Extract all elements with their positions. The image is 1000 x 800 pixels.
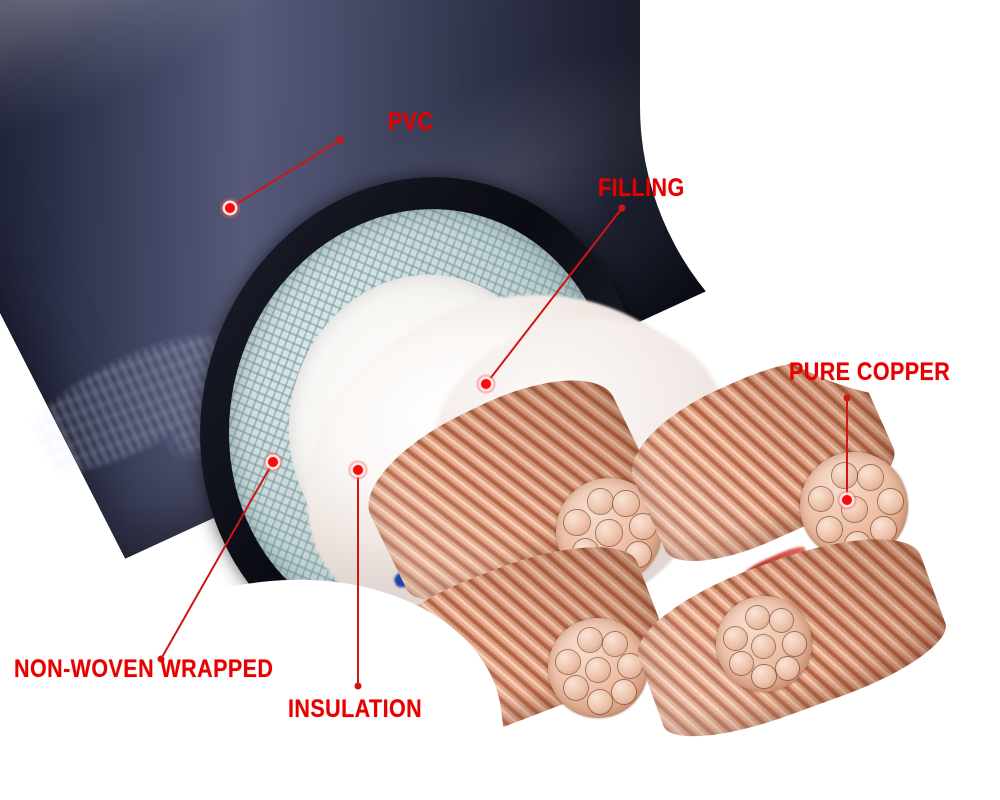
callout-label-insulation: INSULATION [288, 695, 423, 723]
callout-dot-insulation [348, 460, 368, 480]
copper-strand-face-lower-right [716, 596, 812, 692]
callout-label-non-woven-wrapped: NON-WOVEN WRAPPED [14, 655, 274, 683]
copper-strand-face-lower [548, 618, 648, 718]
callout-endpoint-insulation [354, 682, 362, 690]
callout-dot-pure-copper [837, 490, 857, 510]
callout-endpoint-filling [618, 204, 626, 212]
callout-label-filling: FILLING [598, 174, 685, 202]
callout-endpoint-pvc [336, 136, 344, 144]
callout-endpoint-pure-copper [843, 394, 851, 402]
callout-label-pvc: PVC [388, 108, 434, 136]
callout-endpoint-non-woven-wrapped [157, 655, 165, 663]
callout-dot-pvc [220, 198, 240, 218]
callout-dot-filling [476, 374, 496, 394]
callout-label-pure-copper: PURE COPPER [789, 358, 951, 386]
callout-dot-non-woven-wrapped [263, 452, 283, 472]
